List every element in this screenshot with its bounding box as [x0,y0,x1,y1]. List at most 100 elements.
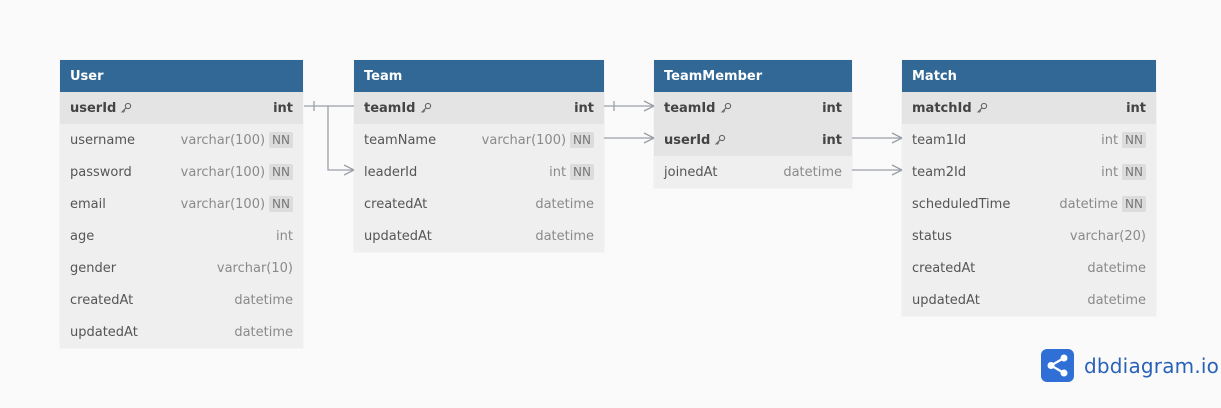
field-name-wrap: age [70,229,94,244]
key-icon [976,102,987,113]
field-name-wrap: username [70,133,135,148]
field-type-wrap: datetime [234,325,293,340]
field-type: varchar(100) [481,132,567,148]
not-null-badge: NN [1122,132,1146,148]
not-null-badge: NN [570,132,594,148]
table-header[interactable]: Match [902,60,1156,92]
field-name-wrap: leaderId [364,165,417,180]
field-row[interactable]: updatedAt datetime [902,284,1156,316]
field-name: email [70,196,106,212]
table-header[interactable]: TeamMember [654,60,852,92]
field-name-wrap: teamId [364,101,432,116]
field-name-wrap: email [70,197,106,212]
field-type: int [822,100,842,116]
key-icon [121,102,132,113]
field-name: createdAt [364,196,428,212]
table-teammember[interactable]: TeamMember teamId int userId int joinedAt dat… [654,60,852,188]
field-row[interactable]: username varchar(100)NN [60,124,303,156]
field-type-wrap: int [822,133,842,148]
field-type-wrap: varchar(20) [1070,229,1146,244]
field-name: updatedAt [70,324,138,340]
key-icon [420,102,431,113]
field-type: int [1101,164,1119,180]
field-row[interactable]: userId int [654,124,852,156]
not-null-badge: NN [1122,196,1146,212]
field-type-wrap: datetime [783,165,842,180]
field-name-wrap: teamName [364,133,436,148]
field-name-wrap: createdAt [912,261,975,276]
field-name: username [70,132,135,148]
field-name: matchId [912,100,972,116]
field-type-wrap: datetime [535,229,594,244]
field-type: datetime [783,164,842,180]
field-type: datetime [1087,292,1146,308]
field-type-wrap: varchar(100)NN [181,196,293,212]
field-type: datetime [535,228,594,244]
field-row[interactable]: updatedAt datetime [60,316,303,348]
field-type-wrap: datetime [1087,261,1146,276]
field-name-wrap: gender [70,261,116,276]
field-type-wrap: varchar(100)NN [181,132,293,148]
key-icon [720,102,731,113]
field-row[interactable]: createdAt datetime [902,252,1156,284]
field-type: int [574,100,594,116]
field-name: scheduledTime [912,196,1011,212]
field-name-wrap: updatedAt [364,229,432,244]
field-row[interactable]: updatedAt datetime [354,220,604,252]
field-type: int [549,164,567,180]
table-header[interactable]: User [60,60,303,92]
field-name-wrap: joinedAt [664,165,717,180]
field-name-wrap: createdAt [364,197,427,212]
dbdiagram-logo[interactable]: dbdiagram.io [1041,349,1219,382]
field-row[interactable]: email varchar(100)NN [60,188,303,220]
field-type: datetime [234,324,293,340]
field-name: updatedAt [364,228,432,244]
not-null-badge: NN [570,164,594,180]
field-name: team1Id [912,132,967,148]
brand-text: dbdiagram.io [1084,353,1220,378]
not-null-badge: NN [1122,164,1146,180]
field-name: teamName [364,132,437,148]
field-name: createdAt [912,260,976,276]
field-name: userId [664,132,711,148]
field-name-wrap: team2Id [912,165,966,180]
field-type: varchar(100) [180,132,266,148]
field-type-wrap: datetime [1087,293,1146,308]
field-name: teamId [664,100,716,116]
field-type-wrap: varchar(100)NN [482,132,594,148]
field-name: userId [70,100,117,116]
field-name-wrap: updatedAt [70,325,138,340]
field-name: updatedAt [912,292,980,308]
field-row[interactable]: teamId int [654,92,852,124]
table-header[interactable]: Team [354,60,604,92]
field-type: datetime [1059,196,1119,212]
field-row[interactable]: teamName varchar(100)NN [354,124,604,156]
field-name-wrap: updatedAt [912,293,980,308]
field-name-wrap: password [70,165,132,180]
field-name: gender [70,260,117,276]
key-icon [715,134,726,145]
field-type-wrap: datetime [535,197,594,212]
field-type-wrap: datetime [234,293,293,308]
field-row[interactable]: teamId int [354,92,604,124]
field-name: teamId [364,100,416,116]
field-row[interactable]: createdAt datetime [354,188,604,220]
not-null-badge: NN [269,164,293,180]
field-row[interactable]: joinedAt datetime [654,156,852,188]
share-icon [1041,349,1074,382]
